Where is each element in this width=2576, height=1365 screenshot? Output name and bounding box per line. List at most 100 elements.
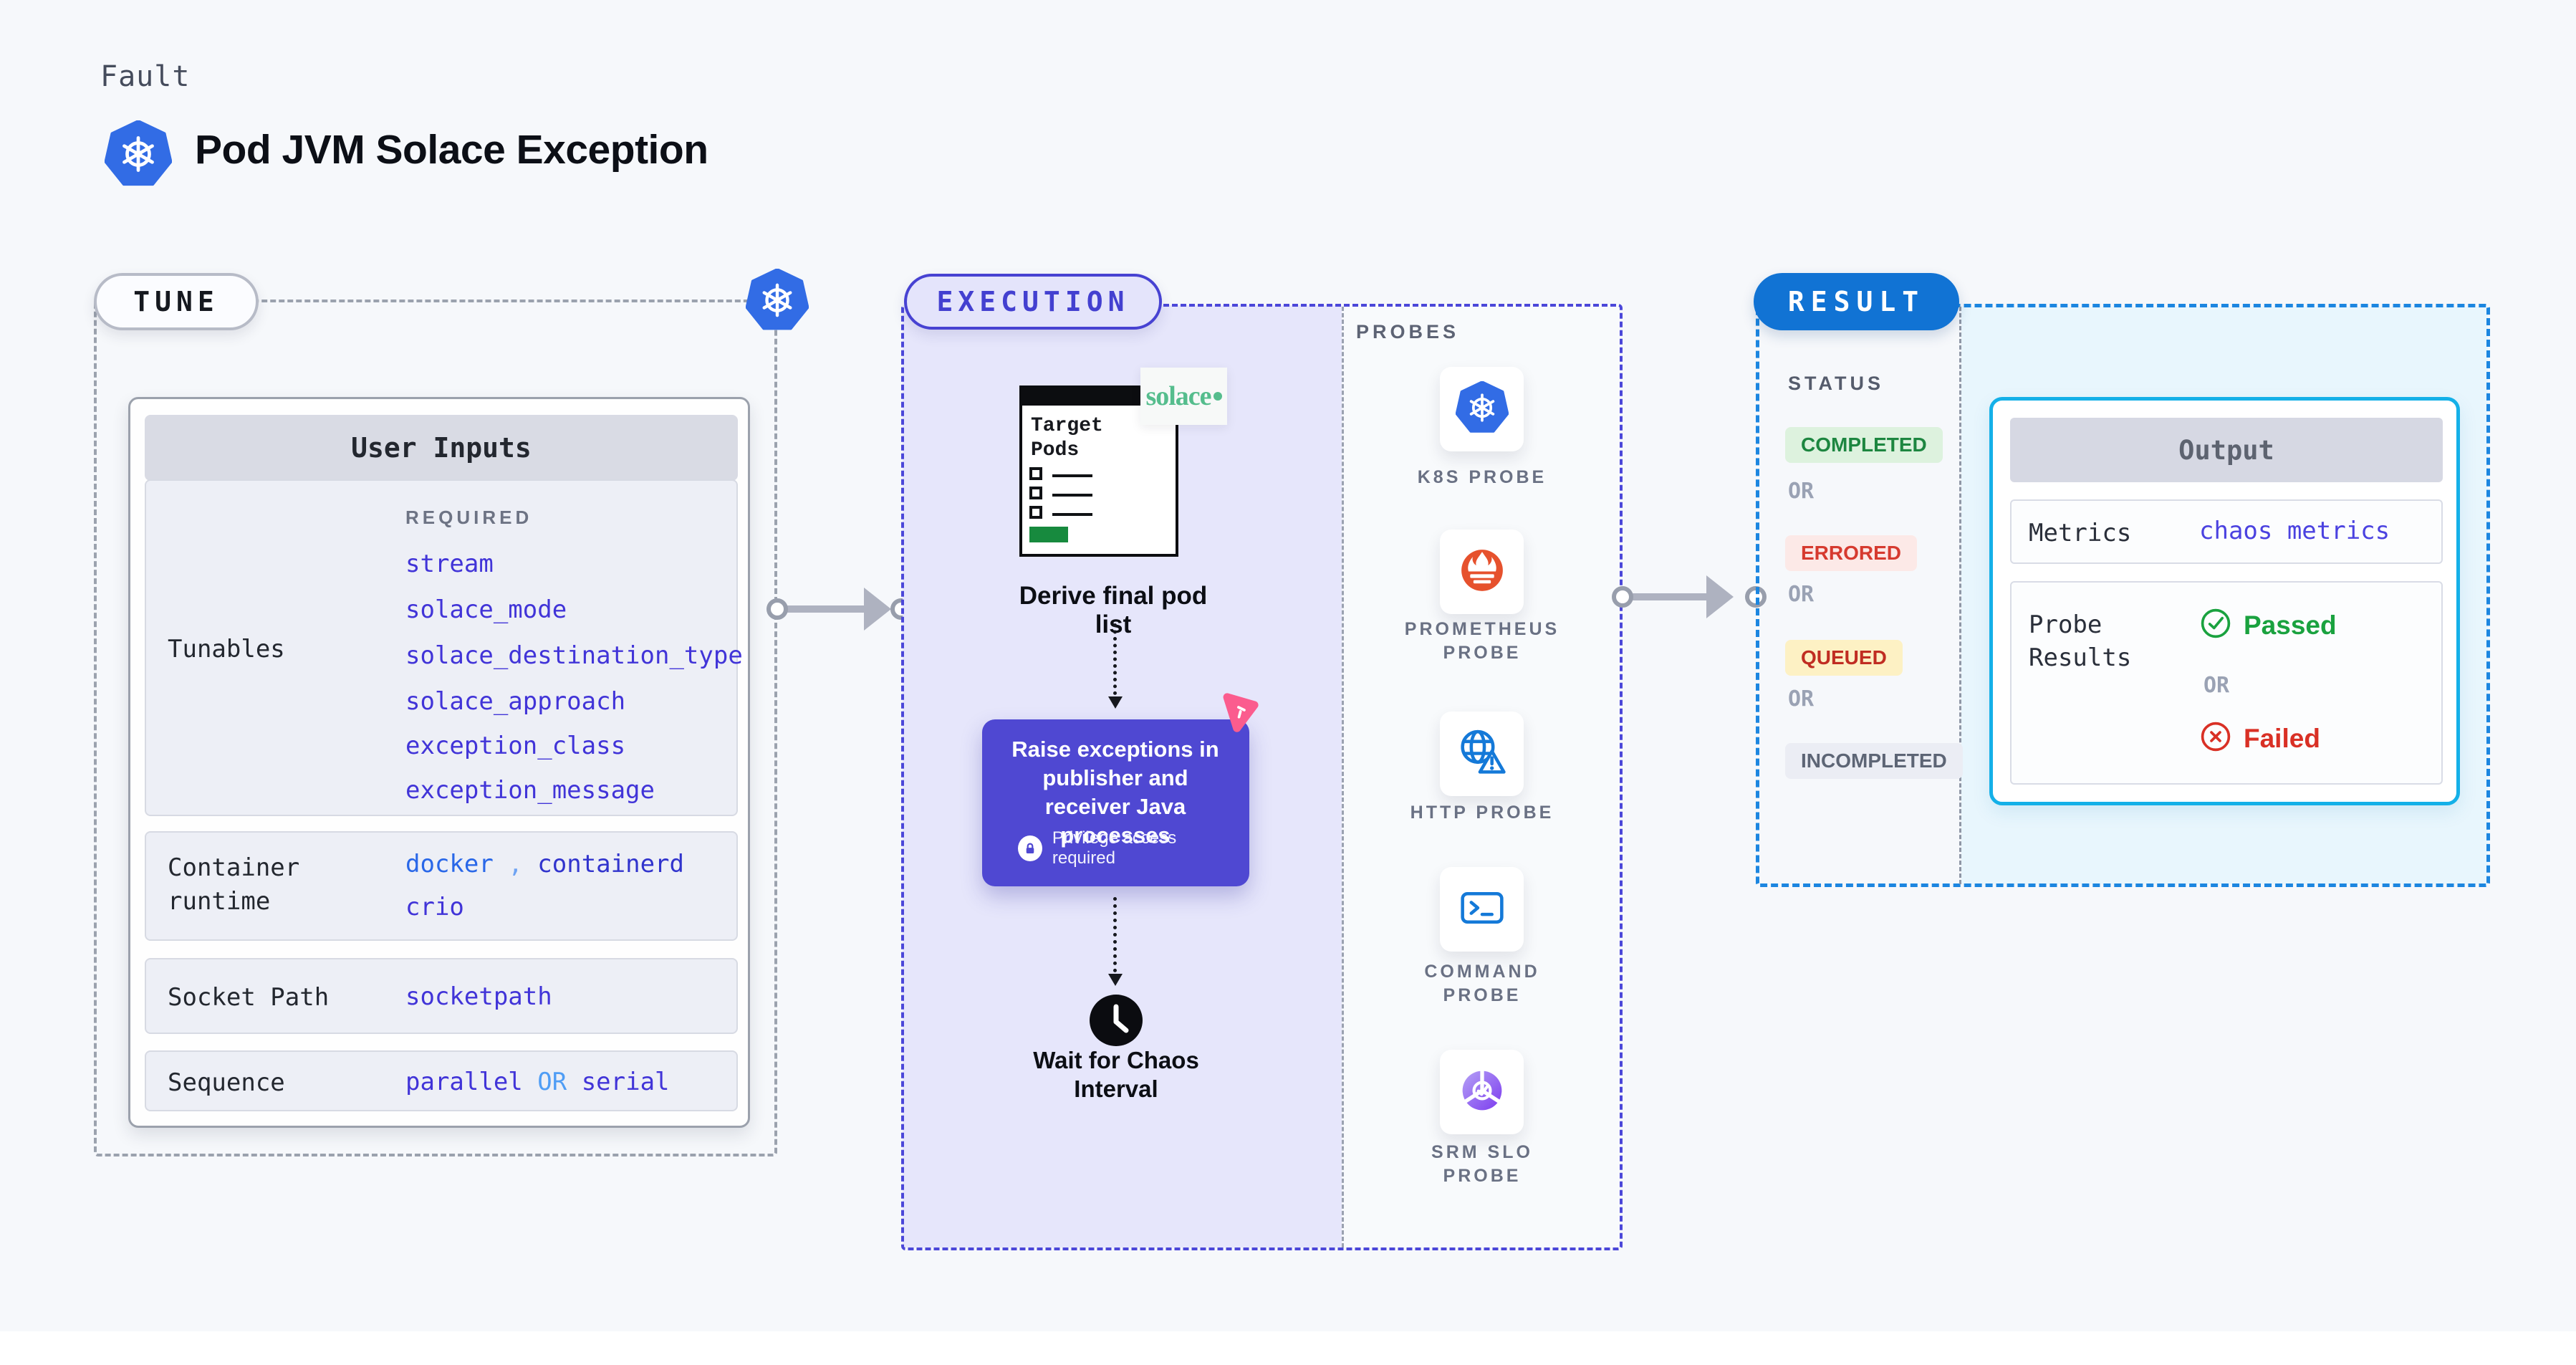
tunable-link[interactable]: solace_approach bbox=[405, 687, 626, 716]
solace-dot bbox=[1213, 392, 1222, 401]
probe-card-http bbox=[1440, 712, 1524, 796]
socket-path-label: Socket Path bbox=[168, 983, 330, 1012]
result-pill: RESULT bbox=[1754, 273, 1959, 330]
checkbox-icon bbox=[1029, 487, 1042, 499]
tunable-link[interactable]: exception_message bbox=[405, 776, 655, 805]
arrow-head bbox=[1706, 575, 1734, 618]
page-title: Pod JVM Solace Exception bbox=[195, 127, 708, 173]
metrics-label: Metrics bbox=[2029, 519, 2132, 547]
kubernetes-icon bbox=[1455, 380, 1509, 438]
or-label: OR bbox=[1788, 686, 1815, 712]
required-label: REQUIRED bbox=[405, 507, 533, 528]
or-label: OR bbox=[1788, 582, 1815, 607]
socket-path-value[interactable]: socketpath bbox=[405, 982, 552, 1011]
result-pill-label: RESULT bbox=[1787, 286, 1926, 317]
result-divider bbox=[1959, 307, 1961, 884]
target-pods-document: Target Pods bbox=[1019, 403, 1178, 557]
tunables-label: Tunables bbox=[168, 635, 285, 664]
sequence-row: Sequence parallel OR serial bbox=[145, 1050, 738, 1111]
metrics-value[interactable]: chaos metrics bbox=[2199, 517, 2390, 545]
connector-ring bbox=[1612, 586, 1633, 608]
green-bar bbox=[1029, 527, 1068, 542]
probe-card-srm-slo bbox=[1440, 1050, 1524, 1134]
runtime-value-crio[interactable]: crio bbox=[405, 893, 464, 921]
output-header-label: Output bbox=[2178, 434, 2274, 466]
runtime-value-docker[interactable]: docker bbox=[405, 850, 494, 878]
metrics-row: Metrics chaos metrics bbox=[2010, 499, 2443, 564]
chaos-action-text: Raise exceptions in publisher and receiv… bbox=[1011, 737, 1219, 848]
dotted-arrow-head bbox=[1108, 696, 1123, 709]
user-inputs-card: User Inputs Tunables REQUIRED stream sol… bbox=[128, 397, 750, 1128]
execution-frame bbox=[901, 304, 1623, 1250]
arrow-tune-to-execution bbox=[787, 605, 865, 613]
status-badge-completed: COMPLETED bbox=[1785, 427, 1943, 463]
tunables-row: Tunables REQUIRED stream solace_mode sol… bbox=[145, 479, 743, 816]
runtime-value-containerd[interactable]: containerd bbox=[537, 850, 684, 878]
lock-icon bbox=[1018, 835, 1042, 861]
clock-icon bbox=[1090, 995, 1143, 1046]
or-label: OR bbox=[2203, 673, 2230, 698]
dotted-arrow bbox=[1113, 623, 1117, 695]
dotted-arrow-head bbox=[1108, 974, 1123, 986]
tunable-link[interactable]: solace_mode bbox=[405, 595, 567, 624]
checkbox-icon bbox=[1029, 467, 1042, 480]
x-circle-icon bbox=[2199, 720, 2232, 757]
tunable-link[interactable]: stream bbox=[405, 550, 494, 578]
probe-label-http: HTTP PROBE bbox=[1410, 803, 1554, 823]
status-badge-incompleted: INCOMPLETED bbox=[1785, 743, 1963, 779]
probe-card-prometheus bbox=[1440, 530, 1524, 614]
passed-label: Passed bbox=[2244, 610, 2337, 640]
checkbox-line bbox=[1052, 494, 1092, 497]
status-badge-queued: QUEUED bbox=[1785, 640, 1903, 676]
kubernetes-icon bbox=[745, 268, 809, 332]
status-label: STATUS bbox=[1788, 373, 1884, 394]
check-circle-icon bbox=[2199, 607, 2232, 643]
probe-label-k8s: K8S PROBE bbox=[1417, 467, 1547, 487]
bottom-strip bbox=[0, 1331, 2576, 1365]
tune-pill: TUNE bbox=[94, 273, 259, 330]
chaos-triangle-icon bbox=[1215, 686, 1265, 737]
probes-divider bbox=[1342, 307, 1344, 1247]
socket-path-row: Socket Path socketpath bbox=[145, 958, 738, 1034]
arrow-head bbox=[864, 588, 891, 631]
dotted-arrow bbox=[1113, 897, 1117, 972]
srm-slo-icon bbox=[1455, 1063, 1509, 1121]
probe-label-srm-slo: SRM SLO PROBE bbox=[1431, 1142, 1533, 1186]
sequence-value-parallel[interactable]: parallel bbox=[405, 1068, 523, 1096]
sequence-or: OR bbox=[537, 1068, 567, 1096]
failed-label: Failed bbox=[2244, 723, 2320, 753]
or-label: OR bbox=[1788, 479, 1815, 504]
execution-pill-label: EXECUTION bbox=[936, 286, 1130, 317]
solace-logo-text: solace bbox=[1145, 381, 1211, 411]
chaos-action-box: Raise exceptions in publisher and receiv… bbox=[982, 719, 1249, 886]
tunable-link[interactable]: solace_destination_type bbox=[405, 641, 743, 670]
probe-results-label: Probe Results bbox=[2029, 610, 2132, 672]
status-badge-errored: ERRORED bbox=[1785, 535, 1918, 571]
kicker: Fault bbox=[100, 60, 191, 93]
checkbox-line bbox=[1052, 474, 1092, 477]
privilege-note: Privilege access required bbox=[1052, 828, 1177, 868]
runtime-separator: , bbox=[508, 850, 523, 878]
probe-label-command: COMMAND PROBE bbox=[1424, 962, 1540, 1005]
probe-card-command bbox=[1440, 867, 1524, 952]
probe-results-row: Probe Results Passed OR bbox=[2010, 581, 2443, 785]
arrow-execution-to-result bbox=[1632, 593, 1708, 600]
checkbox-line bbox=[1052, 513, 1092, 516]
container-runtime-label: Container runtime bbox=[168, 853, 300, 916]
checkbox-icon bbox=[1029, 506, 1042, 519]
user-inputs-header-label: User Inputs bbox=[351, 432, 532, 464]
target-pods-title: Target Pods bbox=[1031, 415, 1103, 461]
terminal-icon bbox=[1455, 881, 1509, 939]
execution-pill: EXECUTION bbox=[904, 274, 1162, 330]
user-inputs-header: User Inputs bbox=[145, 415, 738, 481]
connector-ring bbox=[766, 598, 788, 620]
wait-caption: Wait for Chaos Interval bbox=[1033, 1047, 1199, 1102]
tune-pill-label: TUNE bbox=[133, 286, 219, 317]
tunable-link[interactable]: exception_class bbox=[405, 732, 626, 760]
probes-label: PROBES bbox=[1356, 321, 1460, 343]
tune-frame bbox=[94, 300, 777, 1156]
sequence-value-serial[interactable]: serial bbox=[581, 1068, 670, 1096]
derive-pod-list-caption: Derive final pod list bbox=[1019, 582, 1208, 638]
sequence-label: Sequence bbox=[168, 1068, 285, 1097]
